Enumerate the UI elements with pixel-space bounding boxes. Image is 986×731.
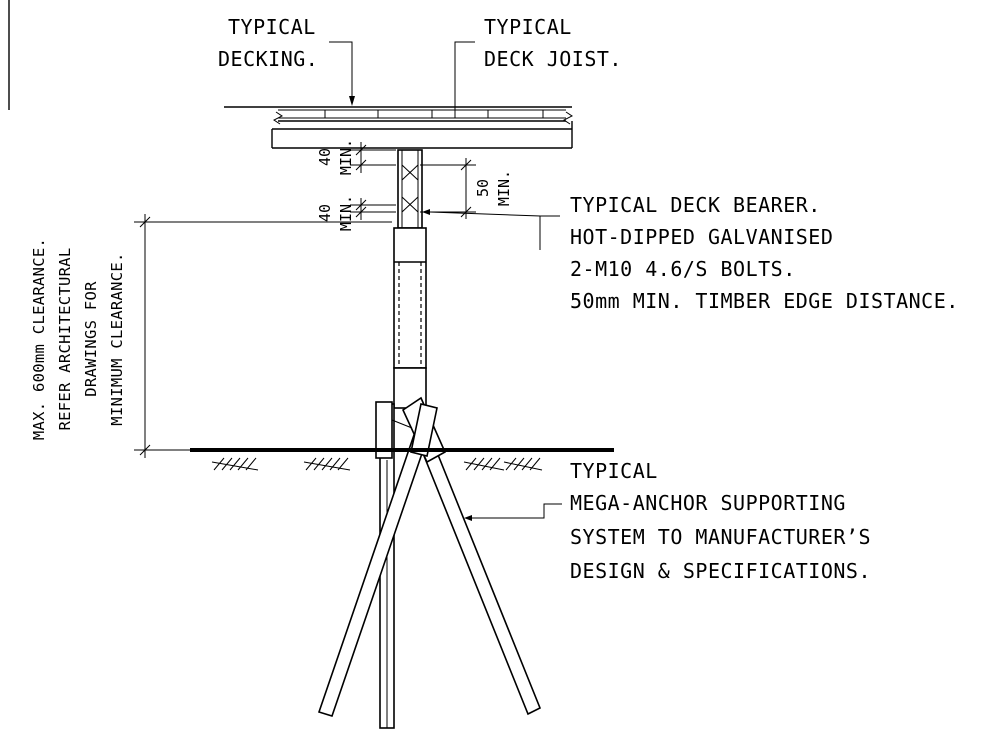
joist-label-line-1: TYPICAL: [484, 15, 572, 39]
bolt-spacing-dim-note: MIN.: [495, 170, 513, 206]
deck-joist: [271, 121, 573, 149]
clearance-dimension: [134, 214, 392, 458]
joist-label-line-2: DECK JOIST.: [484, 47, 622, 71]
bottom-edge-dim-value: 40: [316, 204, 334, 222]
bearer-label-line-1: TYPICAL DECK BEARER.: [570, 193, 821, 217]
support-post: [393, 227, 427, 409]
anchor-leader: [470, 503, 562, 519]
bottom-edge-dimension: [350, 198, 396, 220]
bolt-spacing-dim-value: 50: [474, 179, 492, 197]
mega-anchor: [317, 396, 542, 729]
decking-label-line-2: DECKING.: [218, 47, 318, 71]
bottom-edge-dim-note: MIN.: [337, 195, 355, 231]
clearance-label-line-4: MINIMUM CLEARANCE.: [108, 252, 126, 425]
anchor-label-line-1: TYPICAL: [570, 459, 658, 483]
ground-hatching: [211, 457, 543, 471]
clearance-label-line-2: REFER ARCHITECTURAL: [56, 247, 74, 430]
anchor-leader-arrow: [464, 515, 472, 521]
anchor-label-line-4: DESIGN & SPECIFICATIONS.: [570, 559, 871, 583]
decking-label-line-1: TYPICAL: [228, 15, 316, 39]
decking-leader: [329, 41, 353, 104]
anchor-label-line-2: MEGA-ANCHOR SUPPORTING: [570, 491, 846, 515]
decking-leader-arrow: [349, 96, 355, 106]
bearer-label-line-4: 50mm MIN. TIMBER EDGE DISTANCE.: [570, 289, 959, 313]
joist-leader: [454, 41, 475, 118]
deck-bearer: [397, 149, 423, 229]
top-edge-dim-value: 40: [316, 148, 334, 166]
top-edge-dim-note: MIN.: [337, 139, 355, 175]
bearer-leader-arrow: [422, 209, 430, 215]
decking-boards: [224, 106, 573, 125]
clearance-label-line-1: MAX. 600mm CLEARANCE.: [30, 238, 48, 440]
clearance-label-line-3: DRAWINGS FOR: [82, 281, 100, 397]
anchor-label-line-3: SYSTEM TO MANUFACTURER’S: [570, 525, 871, 549]
bearer-leader: [429, 211, 560, 250]
top-edge-dimension: [350, 142, 396, 173]
bearer-label-line-2: HOT-DIPPED GALVANISED: [570, 225, 833, 249]
bearer-label-line-3: 2-M10 4.6/S BOLTS.: [570, 257, 796, 281]
